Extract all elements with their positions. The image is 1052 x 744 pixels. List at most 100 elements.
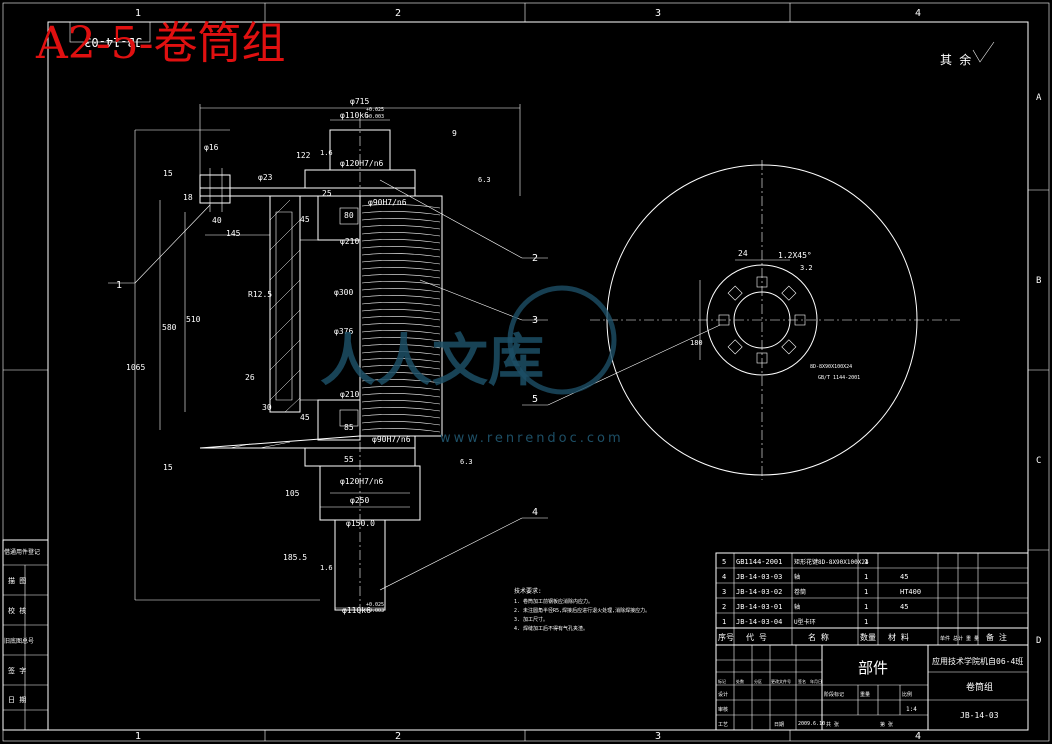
tb-date: 2009.6.10 [798,721,825,727]
dim-85: 85 [344,423,354,432]
bom-header-cell: 名 称 [808,632,829,642]
dim-45-top: 45 [300,215,310,224]
tb-ratio: 比例 [902,691,912,698]
dim-d376: φ376 [334,327,353,336]
drum-groove [361,407,441,412]
bom-table-grid [715,552,1029,646]
drum-groove [361,232,441,237]
spline-tooth [727,339,743,355]
dim-d210-bot: φ210 [340,390,359,399]
tb-row-date: 年月日 [810,678,822,684]
strip-label-0: 借通用件登记 [4,548,40,556]
tb-row-sign: 签名 [798,678,806,684]
rough-16-bot: 1.6 [320,564,333,572]
drum-groove [361,239,441,244]
balloon-4: 4 [532,507,538,518]
bom-cell-code: JB-14-03-04 [736,618,782,626]
dim-d120h7n6-top: φ120H7/n6 [340,159,384,168]
border-bot-num-4: 4 [915,731,921,742]
tb-drawing-name: 卷筒组 [966,681,993,693]
balloon-5: 5 [532,394,538,405]
tol-top-upper: +0.025 [366,107,384,113]
drum-groove [361,428,441,433]
border-letter-a: A [1036,93,1042,103]
tb-weight: 重量 [860,691,870,698]
bom-cell-no: 4 [722,573,726,581]
drum-groove [361,204,441,209]
bom-cell-qty: 1 [864,558,868,566]
dim-80: 80 [344,211,354,220]
border-top-num-2: 2 [395,8,401,19]
drum-groove [361,225,441,230]
dim-d110k6: φ110k6 [340,111,369,120]
spline-spec: 8D-8X90X100X24 [810,364,852,370]
spline-std: GB/T 1144-2001 [818,375,860,381]
tech-req-1: 1. 卷筒加工前钢板应消除内应力。 [514,598,593,605]
strip-label-3: 旧底图总号 [4,637,34,645]
dim-d120h7n6-bot: φ120H7/n6 [340,477,384,486]
roughness-symbol-remainder [972,41,995,63]
dim-185: 185.5 [283,553,307,562]
drum-groove [361,274,441,279]
bom-cell-name: 轴 [794,603,800,611]
bom-header-cell: 备 注 [986,632,1007,642]
drum-groove [361,323,441,328]
rough-16-top: 1.6 [320,149,333,157]
drum-groove [361,302,441,307]
tb-row-docno: 更改文件号 [771,678,791,684]
drum-groove [361,218,441,223]
bom-cell-name: 轴 [794,573,800,581]
bom-cell-no: 1 [722,618,726,626]
tb-sheet-no: 第 张 [880,721,893,728]
spline-tooth [794,314,806,326]
rough-32: 3.2 [800,264,813,272]
bom-cell-no: 2 [722,603,726,611]
drum-groove [361,386,441,391]
drum-groove [361,400,441,405]
tb-scale: 1:4 [906,706,917,713]
dim-105: 105 [285,489,300,498]
tb-row-count: 处数 [736,678,744,684]
drum-groove [361,281,441,286]
bom-cell-qty: 1 [864,603,868,611]
border-bot-num-1: 1 [135,731,141,742]
drum-groove [361,337,441,342]
tb-drawing-code: JB-14-03 [960,711,999,720]
bom-cell-material: HT400 [900,588,921,596]
tb-process: 工艺 [718,722,728,728]
zone-ticks [3,3,1049,741]
tb-date-label: 日期 [774,722,784,728]
bom-cell-code: JB-14-03-01 [736,603,782,611]
tb-row-zone: 分区 [754,678,762,684]
bom-cell-name: 矩形花键8D-8X90X100X24 [794,558,869,566]
rotated-no-box [69,21,151,43]
dim-1065: 1065 [126,363,145,372]
border-top-num-1: 1 [135,8,141,19]
remainder-note: 其 余 [940,52,971,67]
bom-header-cell: 序号 [718,632,734,642]
bom-header-cell: 代 号 [746,632,767,642]
spline-chamfer: 1.2X45° [778,251,812,260]
drum-groove [361,365,441,370]
drum-groove [361,344,441,349]
dim-d90h7n6-bot: φ90H7/n6 [372,435,411,444]
dim-d210-top: φ210 [340,237,359,246]
drum-groove [361,358,441,363]
tb-part-label: 部件 [858,659,888,677]
inner-frame [47,21,1029,731]
drum-end-view [590,160,960,480]
bom-cell-code: GB1144-2001 [736,558,782,566]
drum-groove [361,260,441,265]
strip-label-1: 描 图 [8,576,26,585]
bom-header: 序号代 号名 称数量材 料单件 总计 重 量备 注 [718,632,1007,642]
dim-15-bot: 15 [163,463,173,472]
bom-cell-material: 45 [900,573,908,581]
balloon-1: 1 [116,280,122,291]
dim-d300: φ300 [334,288,353,297]
drum-groove [361,421,441,426]
spline-dim-24: 24 [738,249,748,258]
tb-stage: 阶段标记 [824,691,844,698]
dim-d110k6-bot: φ110k6 [342,606,371,615]
